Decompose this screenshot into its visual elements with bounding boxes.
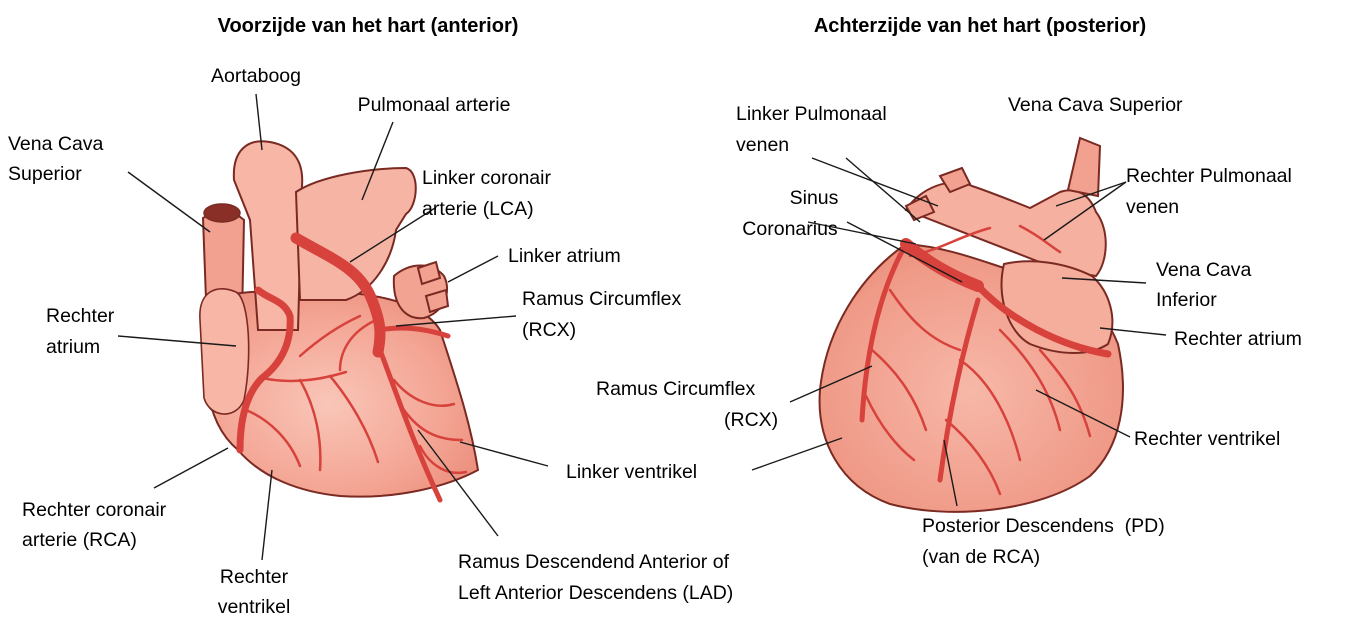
- posterior-heart: [820, 138, 1123, 512]
- label-lca-line1: Linker coronair: [422, 167, 551, 189]
- label-linker-pulmonaal-venen-line1: Linker Pulmonaal: [736, 103, 887, 125]
- label-pd-line2: (van de RCA): [922, 546, 1040, 568]
- label-rechter-atrium-posterior: Rechter atrium: [1174, 328, 1302, 350]
- label-rechter-atrium-line1: Rechter: [46, 305, 115, 327]
- label-vena-cava-superior-line2: Superior: [8, 163, 82, 185]
- label-vena-cava-inferior-line2: Inferior: [1156, 289, 1217, 311]
- anterior-right-atrium-shape: [200, 289, 249, 414]
- label-linker-pulmonaal-venen-line2: venen: [736, 134, 789, 156]
- label-rca-line1: Rechter coronair: [22, 499, 167, 521]
- label-lca-line2: arterie (LCA): [422, 198, 534, 220]
- anterior-vena-cava-opening: [204, 204, 240, 222]
- label-lad-line1: Ramus Descendend Anterior of: [458, 551, 730, 573]
- label-sinus-coronarius-line2: Coronarius: [742, 218, 838, 240]
- anterior-heart: [200, 141, 478, 500]
- posterior-title: Achterzijde van het hart (posterior): [814, 15, 1146, 37]
- label-rechter-pulmonaal-venen-line1: Rechter Pulmonaal: [1126, 165, 1292, 187]
- label-rechter-atrium-line2: atrium: [46, 336, 100, 358]
- anterior-title: Voorzijde van het hart (anterior): [218, 15, 519, 37]
- label-vena-cava-superior-posterior: Vena Cava Superior: [1008, 94, 1183, 116]
- label-linker-atrium: Linker atrium: [508, 245, 621, 267]
- label-rca-line2: arterie (RCA): [22, 529, 137, 551]
- label-rcx-anterior-line2: (RCX): [522, 319, 576, 341]
- label-vena-cava-superior-line1: Vena Cava: [8, 133, 104, 155]
- label-lad-line2: Left Anterior Descendens (LAD): [458, 582, 733, 604]
- label-rcx-posterior-line2: (RCX): [724, 409, 778, 431]
- label-linker-ventrikel: Linker ventrikel: [566, 461, 697, 483]
- posterior-vena-cava-superior-shape: [1068, 138, 1100, 196]
- label-vena-cava-inferior-line1: Vena Cava: [1156, 259, 1252, 281]
- label-rechter-pulmonaal-venen-line2: venen: [1126, 196, 1179, 218]
- label-rcx-anterior-line1: Ramus Circumflex: [522, 288, 682, 310]
- label-sinus-coronarius-line1: Sinus: [790, 187, 839, 209]
- label-pd-line1: Posterior Descendens (PD): [922, 515, 1165, 537]
- label-pulmonaal-arterie: Pulmonaal arterie: [358, 94, 511, 116]
- label-rechter-ventrikel-line1: Rechter: [220, 566, 289, 588]
- label-rechter-ventrikel-line2: ventrikel: [218, 596, 291, 618]
- label-rcx-posterior-line1: Ramus Circumflex: [596, 378, 756, 400]
- label-aortaboog: Aortaboog: [211, 65, 301, 87]
- label-rechter-ventrikel-posterior: Rechter ventrikel: [1134, 428, 1280, 450]
